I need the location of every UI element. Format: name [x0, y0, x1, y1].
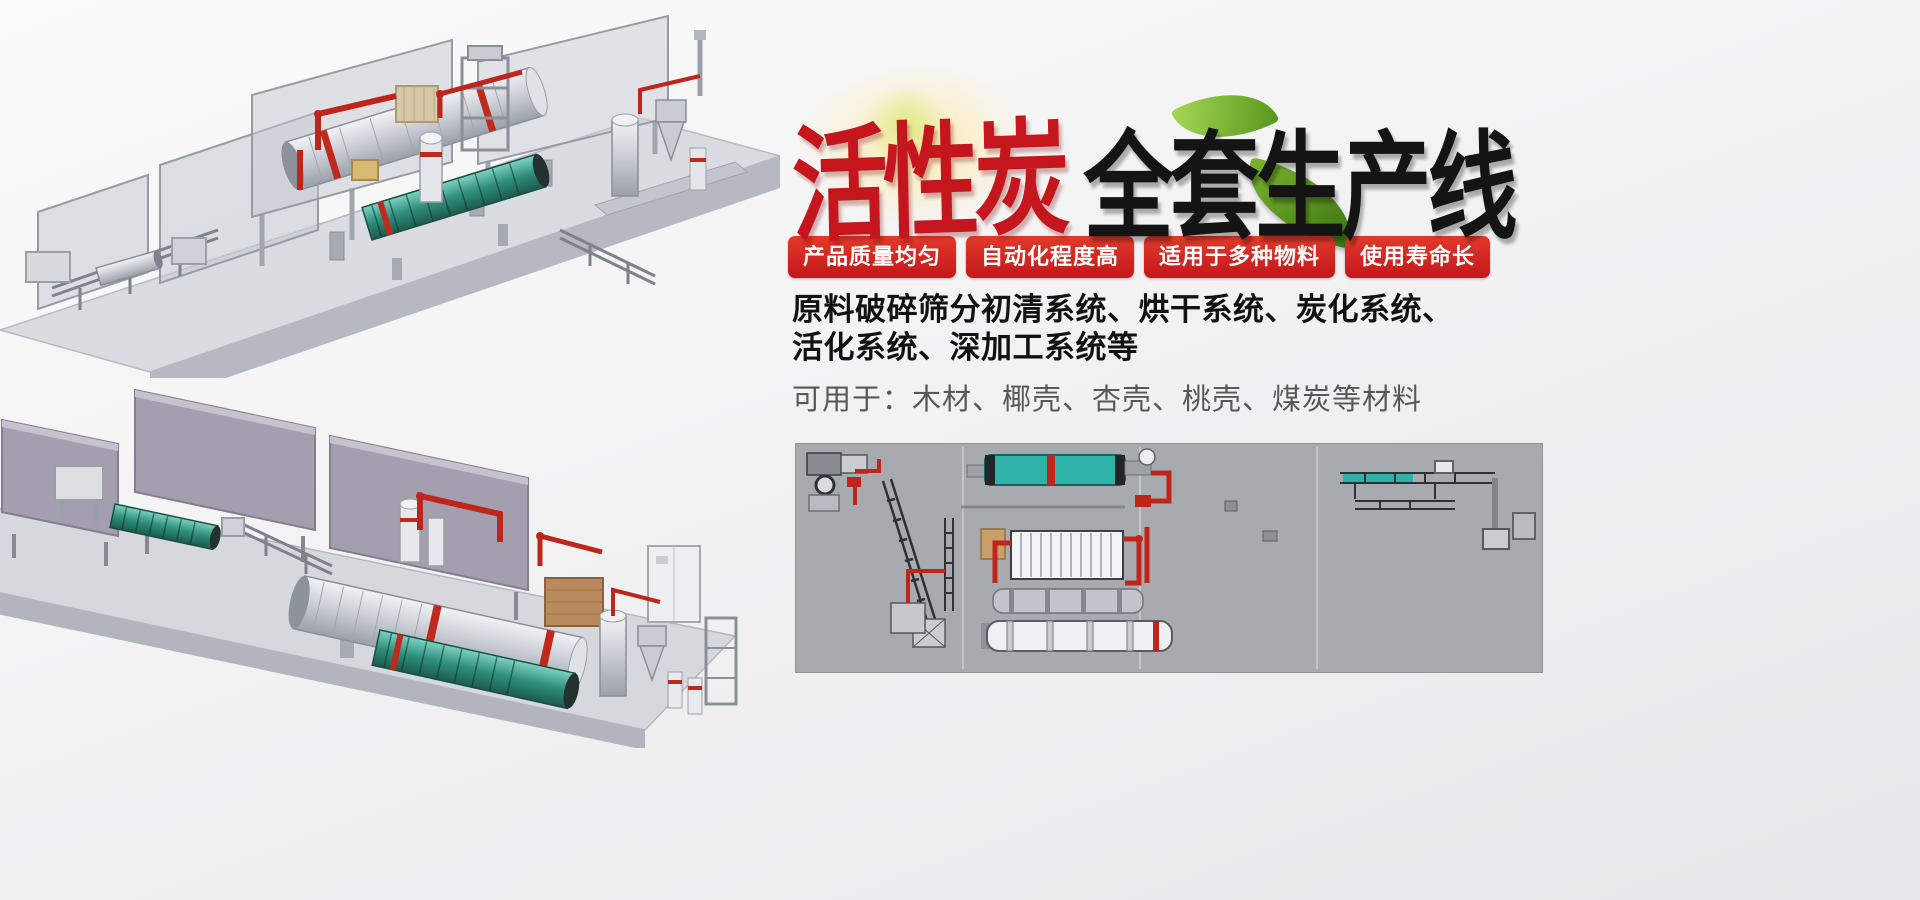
- description-line-1: 原料破碎筛分初清系统、烘干系统、炭化系统、: [792, 292, 1454, 327]
- transfer-conveyor: [221, 517, 333, 576]
- carbonization-furnace-group: [593, 30, 749, 216]
- teal-rotary-drum-topview: [961, 448, 1172, 509]
- ribbed-heat-exchanger: [980, 527, 1150, 586]
- packing-conveyors-right: [1340, 460, 1536, 550]
- badge-high-automation: 自动化程度高: [966, 236, 1135, 278]
- info-column: 活性炭 全套生产线 产品质量均匀 自动化程度高 适用于多种物料 使用寿命长 原料…: [756, 0, 1920, 900]
- yellow-feeder: [351, 159, 379, 181]
- bucket-elevator: [944, 518, 954, 611]
- vertical-tank: [419, 131, 443, 203]
- feed-hopper: [54, 465, 104, 524]
- title-highlight: 活性炭: [790, 104, 1067, 261]
- brick-combustion-chamber: [544, 577, 604, 627]
- control-cabinet: [647, 545, 701, 623]
- feed-hopper-and-crusher: [25, 237, 207, 287]
- cooling-screen-drum: [371, 629, 580, 710]
- fan-and-feeder-cluster: [806, 452, 881, 512]
- feature-badges: 产品质量均匀 自动化程度高 适用于多种物料 使用寿命长: [788, 236, 1491, 278]
- page-title: 活性炭 全套生产线: [790, 70, 1517, 260]
- red-process-piping: [297, 69, 523, 190]
- gray-cylinder-topview: [992, 588, 1144, 614]
- badge-uniform-quality: 产品质量均匀: [788, 236, 957, 278]
- description-block: 原料破碎筛分初清系统、烘干系统、炭化系统、 活化系统、深加工系统等 可用于：木材…: [792, 291, 1454, 418]
- cleaning-screen-drum: [109, 503, 221, 551]
- plant-layout-schematic-panel: [795, 443, 1543, 673]
- screening-drum-supports: [392, 224, 508, 280]
- screening-drum: [361, 153, 550, 241]
- red-process-piping: [416, 492, 603, 566]
- vertical-tanks: [399, 498, 445, 567]
- dust-collector-box: [890, 569, 945, 634]
- long-white-kiln-topview: [981, 620, 1173, 652]
- production-line-3d-illustration-bottom: [0, 388, 738, 748]
- badge-long-life: 使用寿命长: [1345, 236, 1491, 278]
- description-line-3: 可用于：木材、椰壳、杏壳、桃壳、煤炭等材料: [792, 384, 1423, 416]
- inclined-conveyor: [881, 478, 937, 622]
- barrier-walls: [0, 388, 529, 620]
- discharge-conveyor: [559, 228, 656, 286]
- title-rest: 全套生产线: [1083, 119, 1517, 257]
- badge-multi-material: 适用于多种物料: [1144, 236, 1336, 278]
- small-units-center: [1224, 500, 1278, 542]
- furnace-and-cyclone-group: [599, 587, 738, 715]
- glow-effect-small: [846, 70, 966, 180]
- description-line-2: 活化系统、深加工系统等: [792, 330, 1139, 365]
- heat-exchanger-box: [395, 85, 439, 123]
- support-tower: [460, 45, 510, 152]
- production-line-3d-illustration-top: [0, 14, 780, 378]
